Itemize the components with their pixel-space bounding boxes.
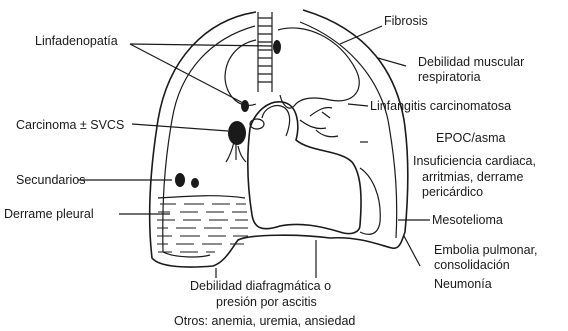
label-fibrosis: Fibrosis xyxy=(384,14,428,28)
label-insuficiencia-1: Insuficiencia cardiaca, xyxy=(413,154,536,168)
lymph-node-lower xyxy=(241,100,249,112)
label-carcinoma: Carcinoma ± SVCS xyxy=(16,118,124,132)
label-embolia-2: consolidación xyxy=(434,258,510,272)
label-debilidad-muscular-2: respiratoria xyxy=(418,70,481,84)
label-debilidad-muscular-1: Debilidad muscular xyxy=(418,55,524,69)
bronchi xyxy=(300,107,338,136)
label-linfadenopatia: Linfadenopatía xyxy=(35,34,118,48)
secondary-nodule-1 xyxy=(175,173,185,187)
label-secundarios: Secundarios xyxy=(16,173,86,187)
label-linfangitis: Linfangitis carcinomatosa xyxy=(370,99,511,113)
secondary-nodule-2 xyxy=(191,178,199,188)
label-mesotelioma: Mesotelioma xyxy=(432,213,503,227)
trachea xyxy=(258,12,272,92)
label-diafragma-1: Debilidad diafragmática o xyxy=(190,279,331,293)
heart-outline xyxy=(248,102,361,234)
label-otros: Otros: anemia, uremia, ansiedad xyxy=(174,314,355,328)
pericardial-border xyxy=(360,168,380,234)
label-embolia-1: Embolia pulmonar, xyxy=(434,243,538,257)
aortic-arch xyxy=(262,106,290,136)
carcinoma-mass xyxy=(228,121,246,145)
label-epoc: EPOC/asma xyxy=(436,131,506,145)
pleural-effusion-hatching xyxy=(157,196,248,252)
pleural-inner-right xyxy=(300,22,397,238)
label-neumonia: Neumonía xyxy=(434,277,492,291)
right-lung-outline xyxy=(278,28,359,108)
label-insuficiencia-3: pericárdico xyxy=(422,185,483,199)
lymph-node-upper xyxy=(273,40,281,54)
leader-lines xyxy=(78,26,430,278)
label-diafragma-2: presión por ascitis xyxy=(216,295,317,309)
left-bronchi xyxy=(226,142,246,162)
label-derrame-pleural: Derrame pleural xyxy=(4,207,94,221)
label-insuficiencia-2: arritmias, derrame xyxy=(422,170,523,184)
